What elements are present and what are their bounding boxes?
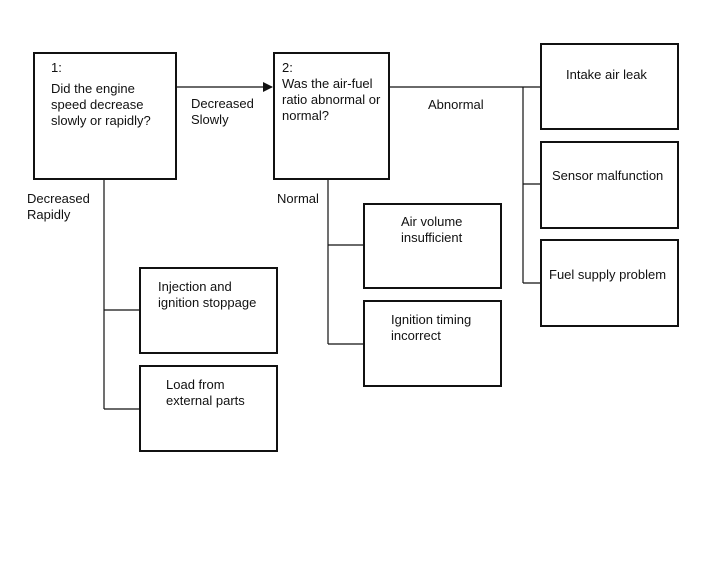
outcome-sensor-malfunction: Sensor malfunction: [540, 141, 679, 229]
outcome-fuel-supply: Fuel supply problem: [540, 239, 679, 327]
outcome-air-volume: Air volume insufficient: [363, 203, 502, 289]
label-decreased-rapidly: Decreased Rapidly: [27, 191, 90, 222]
outcome-ignition-timing-text: Ignition timing incorrect: [391, 312, 472, 343]
label-decreased-slowly: Decreased Slowly: [191, 96, 254, 127]
label-abnormal: Abnormal: [428, 97, 484, 112]
outcome-load-external: Load from external parts: [139, 365, 278, 452]
question-1-number: 1:: [51, 60, 62, 75]
label-normal: Normal: [277, 191, 319, 206]
outcome-fuel-supply-text: Fuel supply problem: [549, 267, 667, 282]
outcome-intake-air-leak-text: Intake air leak: [566, 67, 647, 82]
question-1-text: Did the engine speed decrease slowly or …: [51, 81, 151, 128]
outcome-ignition-timing: Ignition timing incorrect: [363, 300, 502, 387]
question-2-number: 2:: [282, 60, 293, 75]
outcome-air-volume-text: Air volume insufficient: [401, 214, 463, 245]
outcome-injection-stoppage: Injection and ignition stoppage: [139, 267, 278, 354]
question-1-box: 1: Did the engine speed decrease slowly …: [33, 52, 177, 180]
outcome-intake-air-leak: Intake air leak: [540, 43, 679, 130]
outcome-load-text: Load from external parts: [166, 377, 245, 408]
outcome-injection-text: Injection and ignition stoppage: [158, 279, 257, 310]
outcome-sensor-text: Sensor malfunction: [552, 168, 664, 183]
question-2-text: Was the air-fuel ratio abnormal or norma…: [282, 76, 381, 123]
question-2-box: 2: Was the air-fuel ratio abnormal or no…: [273, 52, 390, 180]
